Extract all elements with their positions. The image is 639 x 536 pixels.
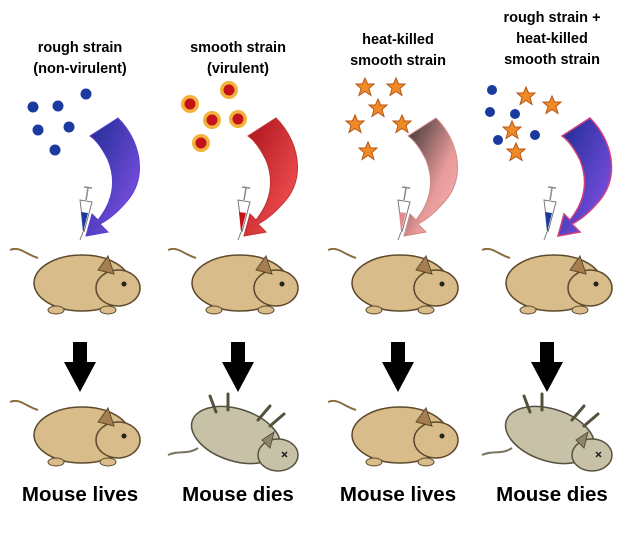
heat-killed-bacteria-icon <box>502 86 562 161</box>
down-arrow-icon <box>64 342 96 392</box>
syringe-icon <box>397 186 411 241</box>
panel-illustration <box>327 77 459 467</box>
mouse-alive-icon <box>481 248 613 315</box>
panel-heat-killed-strain: heat-killed smooth strain <box>318 0 478 536</box>
mouse-alive-icon <box>327 248 459 315</box>
title-line: heat-killed <box>362 32 434 48</box>
title-line: smooth strain <box>350 53 446 69</box>
outcome-label: Mouse lives <box>21 483 139 506</box>
title-line: rough strain <box>37 40 123 56</box>
title-line: smooth strain <box>504 52 600 68</box>
title-line: (virulent) <box>206 61 270 77</box>
down-arrow-icon <box>531 342 563 392</box>
mouse-alive-icon <box>167 248 299 315</box>
injection-arrow-icon <box>403 117 458 237</box>
heat-killed-bacteria-icon <box>345 77 412 160</box>
rough-bacteria-icon <box>485 85 540 145</box>
title-line: rough strain + <box>503 10 601 26</box>
panel-title: heat-killed smooth strain <box>318 30 478 72</box>
title-line: heat-killed <box>516 31 588 47</box>
title-line: smooth strain <box>190 40 286 56</box>
injection-arrow-icon <box>556 117 613 237</box>
smooth-bacteria-icon <box>181 81 247 152</box>
panel-mixed-strain: rough strain + heat-killed smooth strain <box>472 0 632 536</box>
mouse-alive-icon <box>9 400 141 467</box>
down-arrow-icon <box>382 342 414 392</box>
panel-rough-strain: rough strain (non-virulent) <box>0 0 160 536</box>
outcome-label: Mouse dies <box>496 483 608 506</box>
down-arrow-icon <box>222 342 254 392</box>
injection-arrow-icon <box>243 117 298 237</box>
injection-arrow-icon <box>85 117 140 237</box>
panel-title: rough strain + heat-killed smooth strain <box>472 8 632 71</box>
panel-title: smooth strain (virulent) <box>158 38 318 80</box>
syringe-icon <box>79 186 93 241</box>
panel-illustration <box>9 88 141 467</box>
outcome-label: Mouse dies <box>182 483 294 506</box>
syringe-icon <box>237 186 251 241</box>
panel-smooth-strain: smooth strain (virulent) <box>158 0 318 536</box>
rough-bacteria-icon <box>27 88 92 156</box>
mouse-alive-icon <box>9 248 141 315</box>
syringe-icon <box>543 186 557 241</box>
mouse-dead-icon <box>481 392 613 472</box>
mouse-dead-icon <box>167 392 299 472</box>
outcome-label: Mouse lives <box>339 483 457 506</box>
title-line: (non-virulent) <box>33 61 127 77</box>
panel-illustration <box>481 85 613 472</box>
mouse-alive-icon <box>327 400 459 467</box>
panel-illustration <box>167 81 299 472</box>
panel-title: rough strain (non-virulent) <box>0 38 160 80</box>
